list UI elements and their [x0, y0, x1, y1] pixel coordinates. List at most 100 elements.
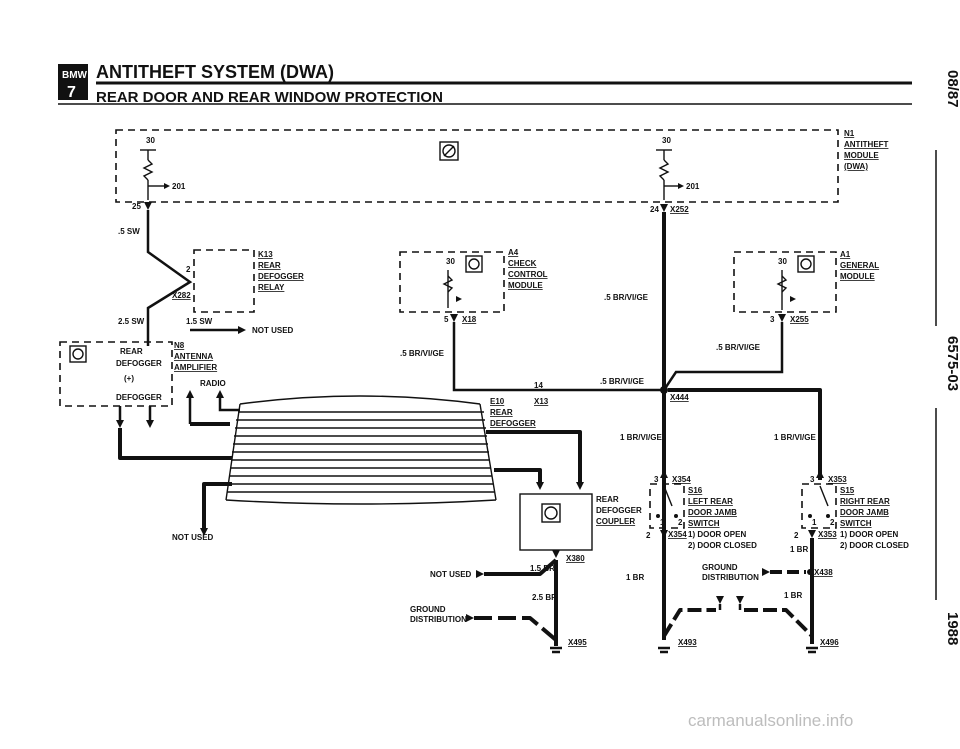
svg-text:5: 5 [444, 315, 449, 324]
svg-text:.5 BR/VI/GE: .5 BR/VI/GE [400, 349, 445, 358]
connector-x13: X13 [534, 397, 549, 406]
coupler-icon [541, 503, 561, 523]
a4-id: A4 [508, 248, 519, 257]
not-used-left: NOT USED [172, 533, 214, 542]
connector-x18: X18 [462, 315, 477, 324]
svg-text:CONTROL: CONTROL [508, 270, 548, 279]
rear-window-defogger [225, 395, 497, 505]
n8-module-icon [69, 345, 87, 363]
svg-text:30: 30 [778, 257, 787, 266]
svg-text:COUPLER: COUPLER [596, 517, 635, 526]
svg-text:201: 201 [686, 182, 700, 191]
connector-x252: X252 [670, 205, 689, 214]
svg-text:201: 201 [172, 182, 186, 191]
watermark: carmanualsonline.info [688, 711, 853, 730]
k13-relay-box [193, 249, 255, 313]
s15-switch-box [801, 483, 837, 529]
connector-x354-bottom: X354 [668, 530, 687, 539]
svg-text:REAR: REAR [120, 347, 143, 356]
svg-text:2.5 BR: 2.5 BR [532, 593, 557, 602]
svg-text:SWITCH: SWITCH [840, 519, 872, 528]
svg-text:2) DOOR CLOSED: 2) DOOR CLOSED [840, 541, 909, 550]
svg-text:DISTRIBUTION: DISTRIBUTION [410, 615, 467, 624]
s16-id: S16 [688, 486, 703, 495]
svg-text:DEFOGGER: DEFOGGER [116, 359, 162, 368]
svg-text:2: 2 [646, 531, 651, 540]
wire-05-sw: .5 SW [118, 227, 140, 236]
svg-text:REAR: REAR [596, 495, 619, 504]
connector-x496: X496 [820, 638, 839, 647]
pin-25: 25 [132, 202, 141, 211]
k13-id: K13 [258, 250, 273, 259]
svg-text:NOT USED: NOT USED [430, 570, 472, 579]
a1-module-icon: 30 [776, 255, 815, 310]
svg-text:DEFOGGER: DEFOGGER [116, 393, 162, 402]
svg-text:1) DOOR OPEN: 1) DOOR OPEN [840, 530, 898, 539]
svg-text:REAR: REAR [490, 408, 513, 417]
connector-x354-top: X354 [672, 475, 691, 484]
svg-text:.5 BR/VI/GE: .5 BR/VI/GE [716, 343, 761, 352]
side-code: 6575-03 [944, 336, 960, 391]
n1-id: N1 [844, 129, 855, 138]
svg-text:14: 14 [534, 381, 543, 390]
svg-text:DOOR JAMB: DOOR JAMB [840, 508, 889, 517]
page-title: ANTITHEFT SYSTEM (DWA) [96, 62, 334, 82]
n8-id: N8 [174, 341, 185, 350]
antitheft-module-box [115, 129, 839, 203]
connector-x438: X438 [814, 568, 833, 577]
svg-text:30: 30 [662, 136, 671, 145]
svg-text:1 BR/VI/GE: 1 BR/VI/GE [620, 433, 662, 442]
e10-id: E10 [490, 397, 505, 406]
a1-general-module-box [733, 251, 837, 313]
svg-text:2: 2 [830, 518, 835, 527]
connector-x444: X444 [670, 393, 689, 402]
a4-module-icon: 30 [442, 255, 483, 308]
svg-text:CHECK: CHECK [508, 259, 537, 268]
svg-text:MODULE: MODULE [840, 272, 875, 281]
svg-text:DEFOGGER: DEFOGGER [258, 272, 304, 281]
svg-text:24: 24 [650, 205, 659, 214]
svg-text:30: 30 [146, 136, 155, 145]
svg-text:GROUND: GROUND [410, 605, 446, 614]
svg-text:RELAY: RELAY [258, 283, 285, 292]
svg-text:1.5 BR: 1.5 BR [530, 564, 555, 573]
a1-id: A1 [840, 250, 851, 259]
svg-text:1 BR: 1 BR [626, 573, 644, 582]
a4-check-control-box [399, 251, 505, 313]
svg-text:1: 1 [660, 518, 665, 527]
n1-line1: ANTITHEFT [844, 140, 889, 149]
side-date: 08/87 [944, 70, 960, 108]
bmw-logo: BMW 7 [58, 64, 88, 101]
connector-x353-top: X353 [828, 475, 847, 484]
svg-text:GROUND: GROUND [702, 563, 738, 572]
svg-text:DEFOGGER: DEFOGGER [490, 419, 536, 428]
svg-text:AMPLIFIER: AMPLIFIER [174, 363, 217, 372]
svg-text:1 BR/VI/GE: 1 BR/VI/GE [774, 433, 816, 442]
s16-switch-box [649, 483, 685, 529]
s15-id: S15 [840, 486, 855, 495]
svg-text:.5 BR/VI/GE: .5 BR/VI/GE [600, 377, 645, 386]
svg-text:LEFT REAR: LEFT REAR [688, 497, 733, 506]
n1-line2: MODULE [844, 151, 879, 160]
svg-text:REAR: REAR [258, 261, 281, 270]
svg-text:.5 BR/VI/GE: .5 BR/VI/GE [604, 293, 649, 302]
not-used-sw: NOT USED [252, 326, 294, 335]
svg-text:DEFOGGER: DEFOGGER [596, 506, 642, 515]
svg-text:MODULE: MODULE [508, 281, 543, 290]
side-year: 1988 [944, 612, 960, 645]
connector-x493: X493 [678, 638, 697, 647]
connector-x380: X380 [566, 554, 585, 563]
svg-text:2: 2 [794, 531, 799, 540]
svg-text:1 BR: 1 BR [790, 545, 808, 554]
connector-x495: X495 [568, 638, 587, 647]
connector-x353-bottom: X353 [818, 530, 837, 539]
n8-antenna-amplifier-box [59, 341, 173, 407]
svg-text:1.5 SW: 1.5 SW [186, 317, 213, 326]
svg-text:SWITCH: SWITCH [688, 519, 720, 528]
svg-text:GENERAL: GENERAL [840, 261, 879, 270]
n1-right-circuit: 30 201 [656, 136, 700, 200]
svg-text:1 BR: 1 BR [784, 591, 802, 600]
svg-text:1: 1 [812, 518, 817, 527]
svg-text:DISTRIBUTION: DISTRIBUTION [702, 573, 759, 582]
